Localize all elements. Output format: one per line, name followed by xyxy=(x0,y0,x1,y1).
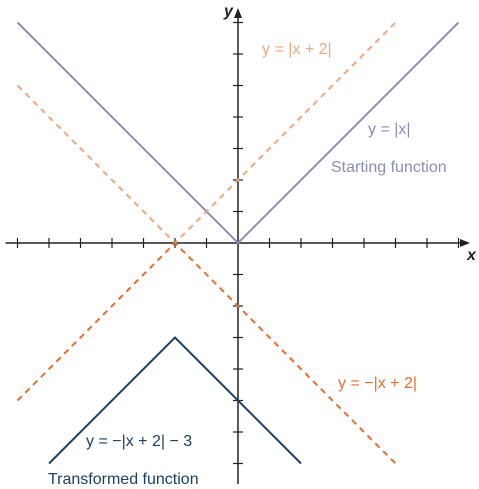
annotation-y-abs-x-plus-2: y = |x + 2| xyxy=(262,41,332,58)
annotation-y-neg-abs-x-plus-2: y = −|x + 2| xyxy=(338,375,417,392)
x-axis-label: x xyxy=(466,247,477,264)
y-axis-arrow xyxy=(234,8,242,18)
annotation-transformed-function: Transformed function xyxy=(48,471,199,488)
series-line-1 xyxy=(16,21,460,245)
series-line-4 xyxy=(48,336,302,465)
annotation-y-abs-x: y = |x| xyxy=(368,121,411,138)
series-line-2 xyxy=(16,21,397,245)
annotation-starting-function: Starting function xyxy=(331,159,447,176)
series-line-3 xyxy=(16,241,397,465)
x-axis-arrow xyxy=(460,239,470,247)
annotation-transformed-equation: y = −|x + 2| − 3 xyxy=(86,433,192,450)
y-axis-label: y xyxy=(223,3,234,20)
series-lines xyxy=(16,21,460,465)
axes xyxy=(5,8,470,484)
ticks xyxy=(16,21,460,465)
